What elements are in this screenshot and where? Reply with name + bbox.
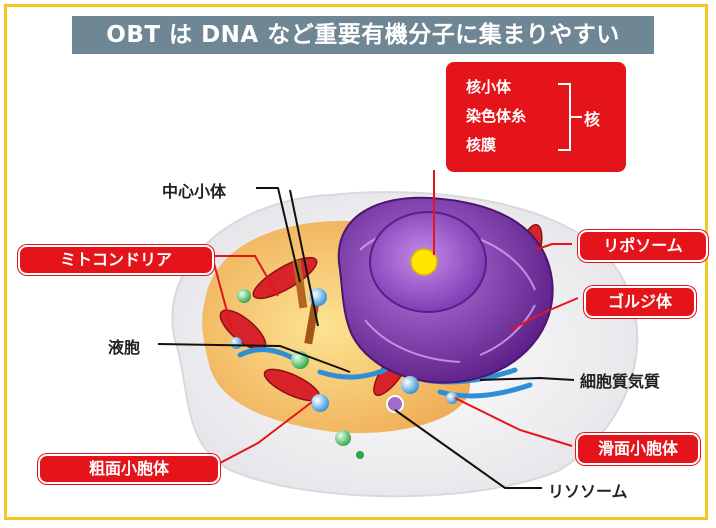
golgi-label: ゴルジ体	[584, 286, 696, 318]
centrosome-label: 中心小体	[162, 182, 227, 201]
nucleus-bracket	[558, 83, 582, 151]
cytoplasm-label: 細胞質気質	[580, 372, 661, 391]
nuclear-membrane-label: 核膜	[466, 136, 497, 154]
nucleolus-label: 核小体	[466, 78, 512, 96]
page-title: OBT は DNA など重要有機分子に集まりやすい	[72, 16, 654, 54]
smooth-er-label: 滑面小胞体	[576, 433, 700, 465]
ribosome-label: リソソーム	[548, 482, 628, 501]
black-leader-lines	[157, 187, 575, 489]
nucleus-label-box: 核小体 染色体糸 核膜 核	[446, 62, 626, 172]
mitochondria-label: ミトコンドリア	[18, 245, 214, 275]
vacuole-label: 液胞	[108, 338, 141, 357]
lysosome-shape	[386, 395, 404, 413]
nucleolus	[410, 248, 438, 276]
leader-lines	[211, 170, 579, 464]
nucleus-group-label: 核	[584, 110, 601, 129]
chromatin-label: 染色体糸	[466, 107, 527, 125]
rough-er-label: 粗面小胞体	[38, 454, 220, 484]
lysosome-label: リポソーム	[578, 230, 708, 262]
